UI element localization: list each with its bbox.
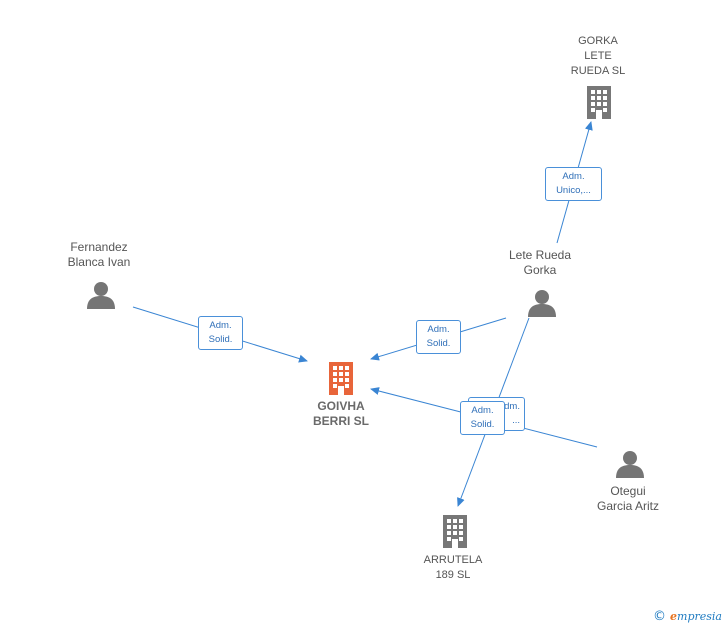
brand-e: e — [670, 610, 678, 623]
node-label-fernandez[interactable]: Fernandez Blanca Ivan — [67, 240, 131, 269]
node-label-arrutela[interactable]: ARRUTELA 189 SL — [423, 554, 483, 581]
edge-label-fernandez-focus[interactable]: Adm. Solid. — [198, 316, 243, 350]
brand-rest: mpresia — [677, 610, 722, 623]
node-label-lete-rueda[interactable]: Lete Rueda Gorka — [508, 248, 572, 277]
building-icon[interactable] — [584, 85, 614, 119]
empresia-watermark: ©empresia — [653, 609, 722, 624]
node-label-goivha-berri[interactable]: GOIVHA BERRI SL — [312, 399, 369, 428]
person-icon[interactable] — [527, 288, 557, 318]
edge-label-lete-gorka[interactable]: Adm. Unico,... — [545, 167, 602, 201]
node-label-otegui[interactable]: Otegui Garcia Aritz — [596, 484, 659, 513]
building-icon[interactable] — [326, 361, 356, 395]
person-icon[interactable] — [86, 280, 116, 310]
copyright-symbol: © — [653, 609, 667, 624]
person-icon[interactable] — [615, 449, 645, 479]
node-label-gorka-lete-rueda[interactable]: GORKA LETE RUEDA SL — [570, 35, 626, 77]
building-icon[interactable] — [440, 514, 470, 548]
edge-label-otegui-focus[interactable]: Adm. Solid. — [460, 401, 505, 435]
edge-label-lete-focus[interactable]: Adm. Solid. — [416, 320, 461, 354]
